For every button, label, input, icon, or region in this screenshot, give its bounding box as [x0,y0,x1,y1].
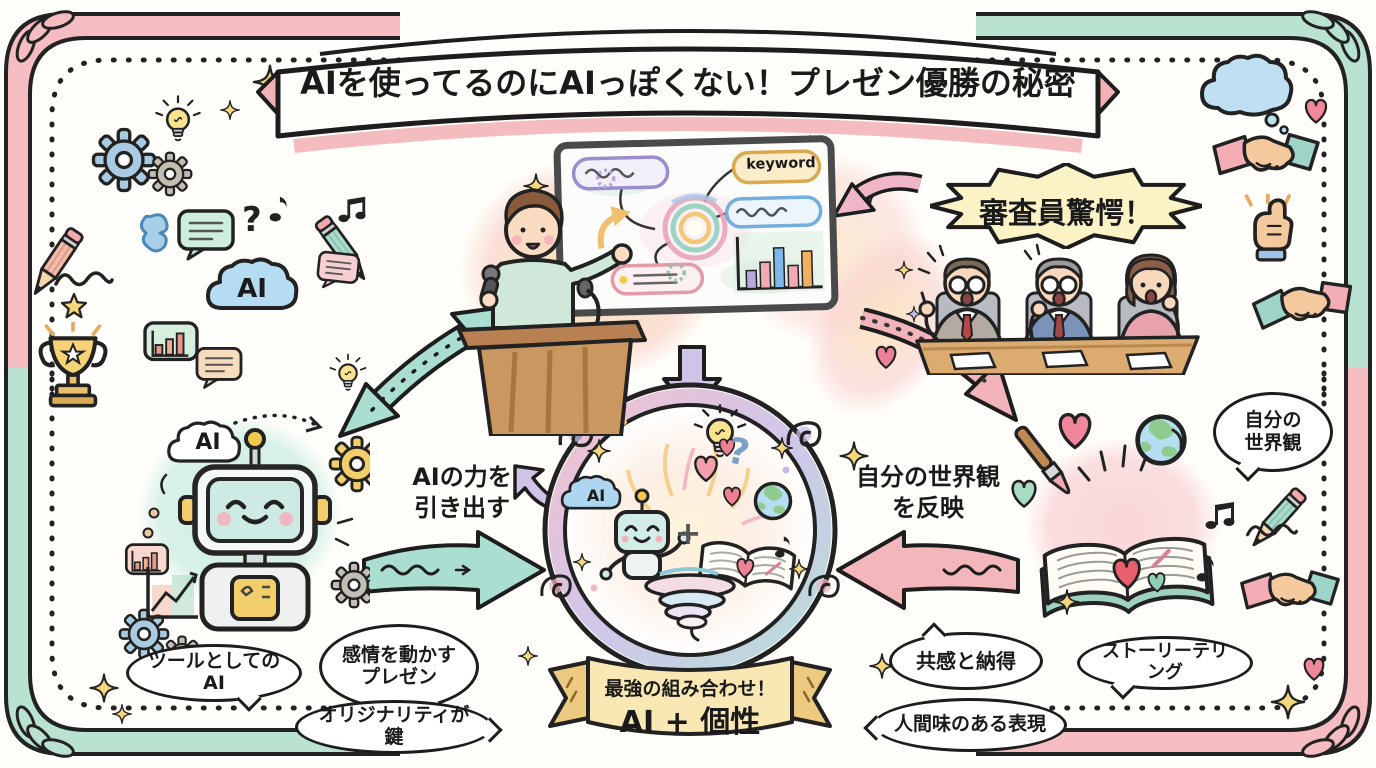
mini-book [697,541,797,591]
bubble-own-worldview: 自分の 世界観 [1213,392,1333,472]
bubble-storytelling: ストーリーテリング [1077,636,1253,690]
judge-3 [1118,253,1184,345]
bubble-originality-key: オリジナリティが鍵 [295,700,493,754]
speech-note-icon [176,208,236,262]
ai-arrow-label-line2: 引き出す [414,494,510,523]
ai-arrow-label-line1: AIの力を [412,463,512,491]
trophy-icon [34,322,112,420]
worldview-arrow-label-line1: 自分の世界観 [856,463,1000,491]
heart-icon [1286,642,1314,670]
screen-keyword-tag: keyword [746,155,816,173]
music-notes-icon [338,192,368,224]
ai-arrow-label: AIの力を 引き出す [386,462,538,524]
bubble-emotional-presentation: 感情を動かすプレゼン [319,624,479,710]
worldview-arrow [836,530,1020,610]
arrow-judges-to-screen [832,171,923,218]
result-ribbon [548,656,832,736]
center-ai-cloud-label: AI [586,486,606,505]
scribble-icon [136,210,176,256]
gear-icon [92,582,144,634]
judge-2 [1022,243,1096,345]
result-banner-line2: AI + 個性 [619,705,761,740]
thumbs-up-icon [1242,194,1300,262]
sparkle-icon [854,638,882,666]
tornado [644,567,736,642]
gear-icon [58,94,124,160]
ai-cloud-label: AI [237,274,267,304]
title-ribbon [256,29,1120,153]
question-mark: ? [242,200,262,240]
judges-callout-text: 審査員驚愕！ [978,196,1153,230]
presenter-illustration [457,188,647,436]
judges-callout-burst [930,163,1202,249]
heart-icon [1286,82,1316,112]
judge-1 [917,244,1004,345]
sparkle-icon [884,250,904,270]
bubble-ai-as-tool: ツールとしてのAI [126,644,302,702]
speech-note-icon [313,242,362,300]
chart-note-icon [142,320,200,372]
handshake-icon [1210,116,1322,188]
sparkle-icon [100,692,122,714]
result-banner-line1: 最強の組み合わせ！ [604,678,776,700]
sparkle-icon [208,88,230,110]
worldview-arrow-label-line2: を反映 [892,494,964,523]
center-plus-sign: + [674,514,702,552]
bubble-empathy-conviction: 共感と納得 [889,632,1043,690]
fusion-circle [540,382,840,678]
ai-robot-illustration [142,413,370,632]
lightbulb-icon [126,66,178,118]
robot-ai-cloud-label: AI [195,430,221,455]
sparkle-icon [506,634,528,656]
gear-icon [124,128,170,174]
ai-power-arrow [362,530,546,610]
speech-note-icon [194,346,244,390]
worldview-book-illustration [1011,412,1235,618]
judges-illustration [915,243,1200,375]
mini-robot [599,488,691,581]
sparkle-icon [72,656,104,688]
bubble-human-expression: 人間味のある表現 [873,698,1067,752]
sparkle-icon [1250,664,1288,702]
page-title: AIを使ってるのにAIっぽくない！プレゼン優勝の秘密 [300,64,1076,102]
presentation-screen [553,135,839,317]
worldview-arrow-label: 自分の世界観 を反映 [838,462,1018,524]
star-icon [44,276,74,306]
